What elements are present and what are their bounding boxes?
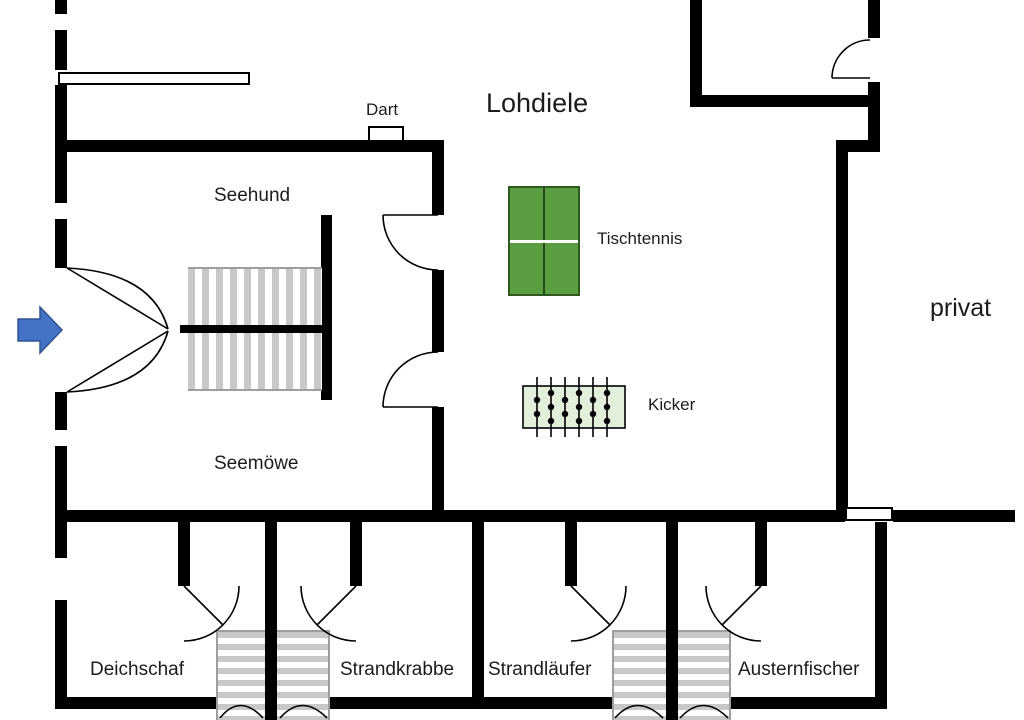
staircase-right-east-flight (678, 630, 731, 720)
feature-label-tischtennis: Tischtennis (597, 229, 683, 248)
foosball-rods (536, 377, 608, 437)
room-label-seemoewe: Seemöwe (214, 453, 299, 474)
feature-label-dart: Dart (366, 100, 399, 119)
wall-segment (690, 0, 702, 107)
door-arc (66, 330, 169, 393)
door-leaf (721, 585, 762, 626)
window-top-left (58, 72, 250, 85)
wall-segment (55, 510, 67, 558)
door-seemoewe (382, 351, 439, 408)
wall-segment (893, 510, 1015, 522)
wall-segment (55, 219, 67, 268)
wall-segment (178, 522, 190, 586)
foosball-players (533, 389, 611, 425)
feature-label-kicker: Kicker (648, 395, 696, 414)
door-arc (382, 351, 439, 408)
wall-segment (321, 215, 332, 400)
door-arc (831, 39, 871, 79)
staircase-upper-flight-1 (188, 267, 322, 325)
wall-segment (731, 697, 887, 709)
wall-segment (265, 522, 277, 720)
staircase-right-west-flight (612, 630, 666, 720)
door-seehund (382, 214, 439, 271)
wall-segment (55, 600, 67, 709)
wall-segment (432, 140, 444, 215)
table-tennis-table (508, 186, 580, 296)
staircase-left-west-flight (216, 630, 265, 720)
room-label-strandlaeufer: Strandläufer (488, 659, 592, 680)
wall-segment (868, 82, 880, 152)
area-label-lohdiele: Lohdiele (486, 88, 589, 118)
wall-segment (755, 522, 767, 586)
door-leaf (66, 330, 169, 393)
wall-segment (55, 0, 67, 14)
room-label-deichschaf: Deichschaf (90, 659, 184, 680)
table-tennis-net-line (510, 240, 578, 243)
window-bottom-right (845, 507, 893, 521)
wall-segment (55, 140, 444, 152)
wall-segment (55, 697, 216, 709)
wall-segment (565, 522, 577, 586)
foosball-table (522, 377, 626, 437)
dart-board (368, 126, 404, 142)
wall-segment (666, 522, 678, 720)
wall-segment (350, 522, 362, 586)
door-arc (382, 214, 439, 271)
room-label-seehund: Seehund (214, 185, 291, 206)
foosball-surface (522, 385, 626, 429)
wall-segment (55, 392, 67, 430)
staircase-upper-flight-2 (188, 333, 322, 391)
area-label-privat: privat (930, 294, 992, 322)
wall-segment (836, 152, 848, 510)
wall-segment (330, 697, 612, 709)
door-arc (66, 267, 169, 330)
stair-divider-wall (180, 325, 332, 333)
wall-segment (55, 510, 845, 522)
door-leaf (66, 267, 169, 330)
wall-segment (836, 140, 880, 152)
door-leaf (183, 585, 224, 626)
entrance-double-door (66, 267, 169, 393)
wall-segment (472, 522, 484, 709)
door-top-right-room (831, 39, 871, 79)
wall-segment (868, 0, 880, 38)
wall-segment (432, 270, 444, 352)
door-leaf (570, 585, 611, 626)
room-label-strandkrabbe: Strandkrabbe (340, 659, 455, 680)
entrance-arrow-icon (17, 305, 64, 355)
wall-segment (875, 522, 887, 709)
staircase-left-east-flight (277, 630, 330, 720)
wall-segment (432, 407, 444, 510)
door-leaf (316, 585, 357, 626)
room-label-austernfischer: Austernfischer (738, 659, 860, 680)
wall-segment (55, 446, 67, 510)
wall-segment (55, 30, 67, 70)
wall-segment (690, 95, 880, 107)
